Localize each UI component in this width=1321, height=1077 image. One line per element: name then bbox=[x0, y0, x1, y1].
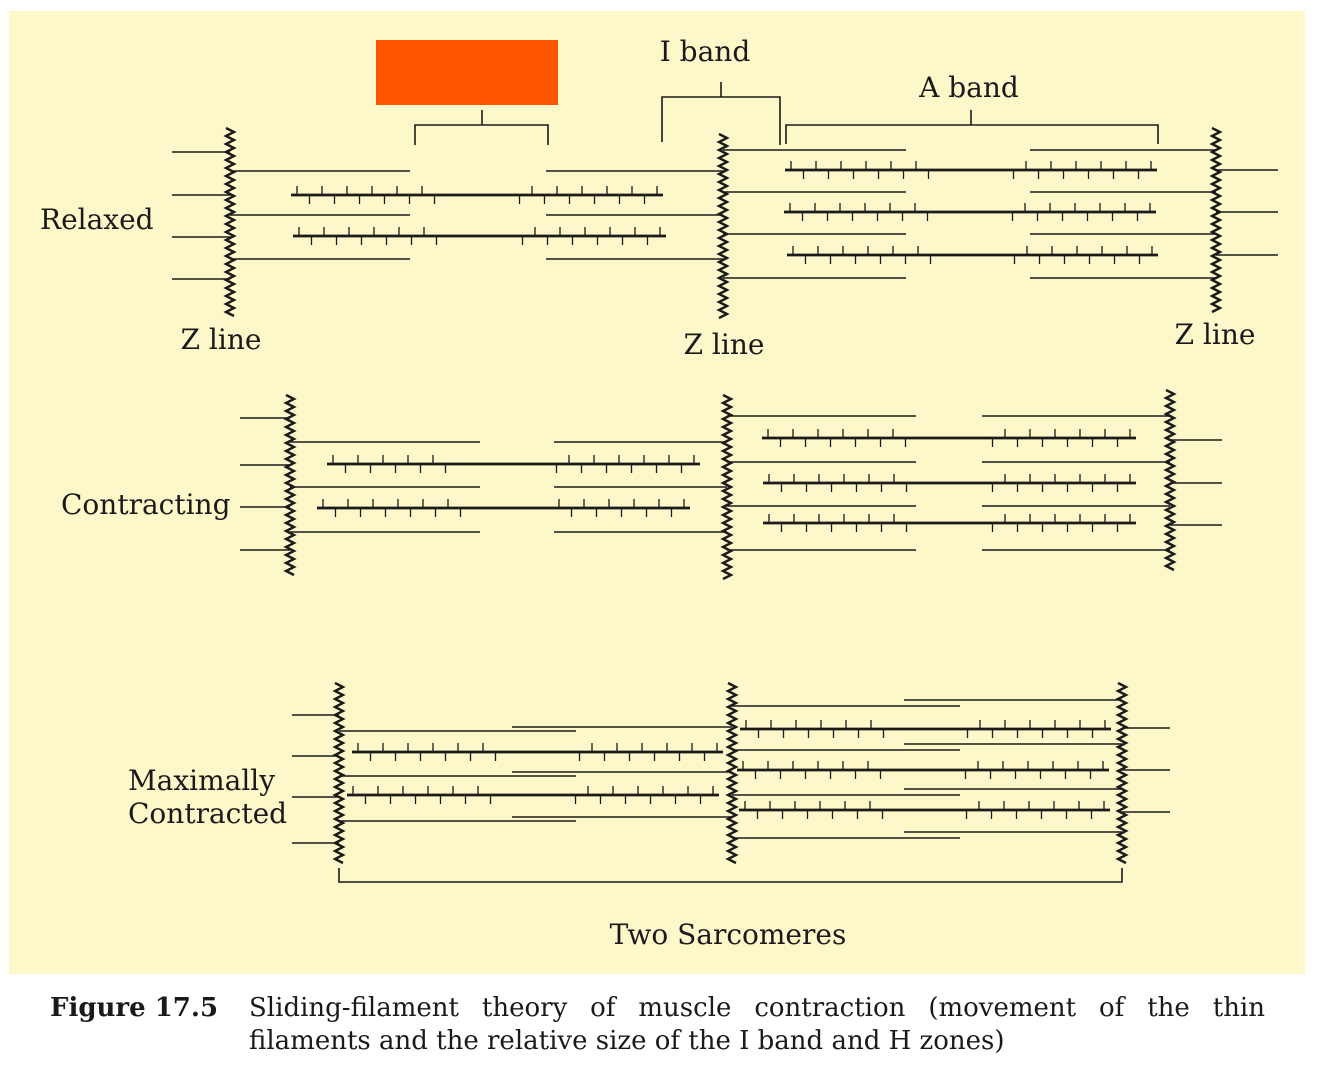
z-line-label-left: Z line bbox=[181, 323, 262, 356]
maximally-label: Maximally bbox=[128, 764, 275, 797]
two-sarcomeres-bracket bbox=[338, 868, 1123, 883]
redaction-box bbox=[376, 40, 558, 105]
diagram-linework bbox=[172, 82, 1278, 883]
caption-text: Sliding-filament theory of muscle contra… bbox=[249, 993, 1265, 1056]
h-zone-bracket bbox=[414, 124, 549, 145]
i-band-label: I band bbox=[660, 35, 751, 68]
a-band-bracket bbox=[785, 124, 1159, 144]
z-line bbox=[223, 126, 237, 318]
contracting-label: Contracting bbox=[61, 488, 231, 521]
z-line bbox=[332, 681, 346, 865]
i-band-bracket bbox=[661, 96, 781, 145]
z-line bbox=[716, 132, 730, 320]
z-line bbox=[720, 393, 734, 581]
z-line-label-right: Z line bbox=[1175, 318, 1256, 351]
contracted-label: Contracted bbox=[128, 797, 287, 830]
z-line bbox=[1209, 126, 1223, 314]
caption-label: Figure 17.5 bbox=[50, 993, 219, 1023]
two-sarcomeres-label: Two Sarcomeres bbox=[610, 918, 847, 951]
z-line bbox=[283, 393, 297, 577]
relaxed-label: Relaxed bbox=[40, 203, 154, 236]
a-band-label: A band bbox=[918, 71, 1019, 104]
z-line bbox=[1115, 681, 1129, 865]
z-line-label-middle: Z line bbox=[684, 328, 765, 361]
z-line bbox=[725, 681, 739, 865]
z-line bbox=[1163, 388, 1177, 572]
